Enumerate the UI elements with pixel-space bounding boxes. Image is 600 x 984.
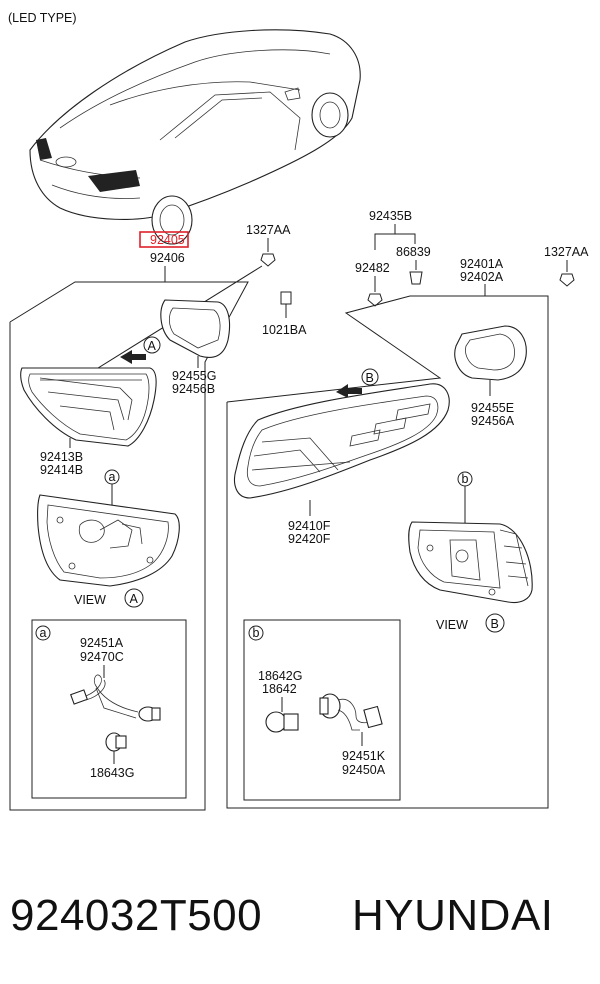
outer-lamp (233, 383, 450, 499)
part-1021ba: 1021BA (262, 323, 307, 337)
socket-wire-a (70, 674, 161, 722)
detail-a-box (31, 619, 187, 799)
part-92456a: 92456A (471, 414, 515, 428)
part-18642g: 18642G (258, 669, 302, 683)
part-86839: 86839 (396, 245, 431, 259)
view-label-a: VIEW (74, 593, 106, 607)
footer-part-number: 924032T500 (10, 891, 262, 940)
nut-icon (260, 253, 276, 267)
right-assembly-frame (226, 295, 549, 809)
part-1327aa-right: 1327AA (544, 245, 589, 259)
detail-b-box (243, 619, 401, 801)
bulb-b-icon (265, 711, 299, 733)
led-type-label: (LED TYPE) (8, 11, 77, 25)
part-92455g: 92455G (172, 369, 216, 383)
arrow-b-icon (336, 384, 362, 398)
callout-b-1: b (462, 472, 469, 486)
gasket-left (160, 299, 231, 358)
part-92470c: 92470C (80, 650, 124, 664)
socket-wire-b (319, 693, 383, 731)
part-92405: 92405 (150, 233, 185, 247)
callout-A-2: A (130, 592, 139, 606)
car-illustration (29, 29, 361, 245)
part-92414b: 92414B (40, 463, 83, 477)
highlight-box (139, 231, 189, 248)
part-92451k: 92451K (342, 749, 386, 763)
bolt-icon (280, 291, 292, 305)
callout-A-1: A (148, 339, 157, 353)
part-92406: 92406 (150, 251, 185, 265)
part-92450a: 92450A (342, 763, 386, 777)
part-92456b: 92456B (172, 382, 215, 396)
callout-B-1: B (366, 371, 374, 385)
view-b-lamp (408, 521, 533, 604)
part-92420f: 92420F (288, 532, 331, 546)
part-92451a: 92451A (80, 636, 124, 650)
part-92410f: 92410F (288, 519, 331, 533)
bulb-a-icon (105, 732, 127, 752)
part-92455e: 92455E (471, 401, 514, 415)
callout-a-1: a (109, 470, 116, 484)
clip-icon (409, 271, 423, 285)
part-1327aa-left: 1327AA (246, 223, 291, 237)
footer-brand: HYUNDAI (352, 891, 554, 940)
part-92401a: 92401A (460, 257, 504, 271)
inner-lamp (20, 367, 157, 447)
callout-b-2: b (253, 626, 260, 640)
callout-a-2: a (40, 626, 47, 640)
part-92435b: 92435B (369, 209, 412, 223)
nut-icon (559, 273, 575, 287)
part-92482: 92482 (355, 261, 390, 275)
nut-icon (367, 293, 383, 307)
callout-B-2: B (491, 617, 499, 631)
part-18642: 18642 (262, 682, 297, 696)
arrow-a-icon (120, 350, 146, 364)
part-18643g: 18643G (90, 766, 134, 780)
part-92402a: 92402A (460, 270, 504, 284)
view-label-b: VIEW (436, 618, 468, 632)
part-92413b: 92413B (40, 450, 83, 464)
left-assembly-frame (9, 281, 249, 811)
view-a-lamp (37, 494, 180, 587)
